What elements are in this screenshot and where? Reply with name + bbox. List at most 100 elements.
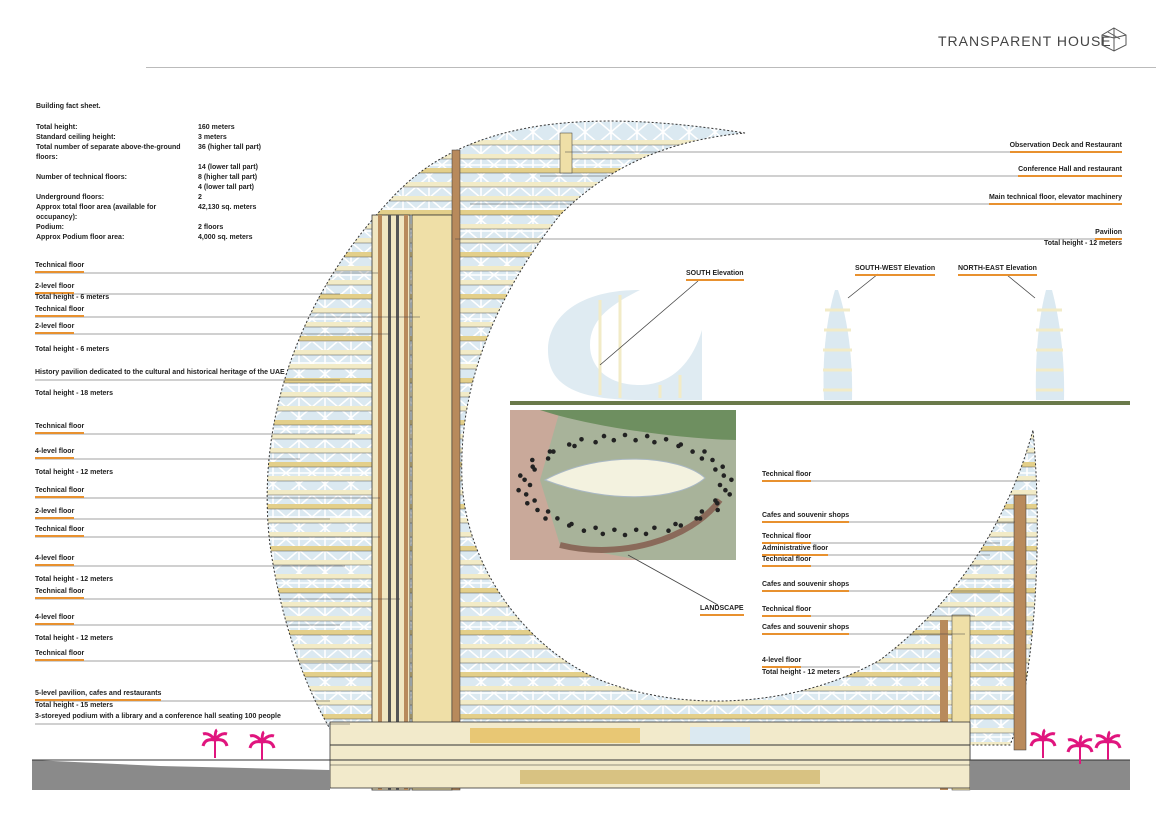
tree-dot: [678, 523, 684, 528]
tree-dot: [699, 456, 705, 461]
floor-slab: [267, 322, 1038, 327]
annotation-label: 3-storeyed podium with a library and a c…: [35, 713, 281, 720]
annotation-label: Technical floor: [35, 306, 85, 317]
floor-slab: [267, 280, 1038, 285]
annotation-label: Total height - 15 meters: [35, 702, 114, 709]
tree-dot: [545, 509, 551, 514]
tree-dot: [720, 464, 725, 470]
fact-value: 2 floors: [198, 224, 224, 231]
fact-value: 160 meters: [198, 124, 235, 131]
fact-key: Total height:: [36, 124, 78, 131]
tree-dot: [527, 482, 533, 488]
palm-tree: [1094, 730, 1122, 760]
tree-dot: [690, 449, 695, 454]
inset-arrows: [599, 273, 1036, 606]
tree-dot: [532, 498, 537, 503]
annotation-label: Total height - 12 meters: [35, 576, 114, 583]
floor-slab: [267, 140, 1038, 145]
tree-dot: [572, 443, 577, 449]
annotation-label: 2-level floor: [35, 508, 75, 519]
tree-dot: [530, 464, 535, 470]
fact-row: Total height: 160 meters: [36, 123, 261, 133]
floor-slab: [267, 308, 1038, 313]
fact-sheet: Building fact sheet. Total height:160 me…: [36, 102, 261, 243]
tree-dot: [593, 525, 598, 531]
annotation-label: Total height - 12 meters: [762, 669, 841, 676]
tree-dot: [601, 433, 607, 439]
annotation-label: Conference Hall and restaurant: [1018, 166, 1122, 177]
annotation-label: Total height - 6 meters: [35, 294, 110, 301]
fact-key: Total number of separate above-the-groun…: [36, 144, 181, 161]
fact-key: Number of technical floors:: [36, 174, 128, 181]
tree-dot: [644, 433, 650, 439]
tree-dot: [530, 457, 535, 463]
tree-dot: [566, 442, 572, 447]
fact-row: 14 (lower tall part): [36, 163, 261, 173]
tree-dot: [522, 477, 527, 483]
fact-row: Podium: 2 floors: [36, 223, 261, 233]
annotation-label: Technical floor: [35, 262, 85, 273]
floor-slab: [267, 224, 1038, 229]
annotation-label: Technical floor: [35, 423, 85, 434]
annotation-label: Technical floor: [35, 526, 85, 537]
tree-dot: [710, 457, 715, 463]
floor-slab: [267, 168, 1038, 173]
tree-dot: [622, 532, 628, 538]
floor-slab: [267, 644, 1038, 649]
tree-dot: [555, 516, 560, 521]
annotation-label: Technical floor: [35, 588, 85, 599]
annotation-label: 4-level floor: [762, 657, 802, 668]
floor-slab: [267, 252, 1038, 257]
floor-slab: [267, 154, 1038, 159]
annotation-label: Total height - 12 meters: [1043, 240, 1122, 247]
tree-dot: [652, 439, 657, 445]
tree-dot: [581, 528, 587, 533]
tree-dot: [611, 437, 617, 443]
tree-dot: [593, 439, 598, 445]
fact-key: Approx total floor area (available for o…: [36, 204, 157, 221]
floor-slab: [267, 350, 1038, 355]
floor-slab: [267, 588, 1038, 593]
fact-value: 14 (lower tall part): [198, 164, 258, 171]
tree-dot: [727, 492, 732, 497]
annotation-label: Total height - 6 meters: [35, 346, 110, 353]
ground-line: [32, 759, 1130, 790]
tree-dot: [643, 531, 649, 537]
floor-slab: [267, 616, 1038, 621]
floor-slab: [267, 336, 1038, 341]
floor-slab: [267, 560, 1038, 565]
tree-dot: [523, 492, 529, 497]
annotation-label: Technical floor: [35, 487, 85, 498]
annotation-label: Technical floor: [762, 533, 812, 544]
tree-dot: [673, 521, 678, 527]
tree-dot: [622, 432, 628, 438]
fact-row: Approx total floor area (available for o…: [36, 203, 261, 223]
cube-outline-icon: [1101, 27, 1127, 52]
tree-dot: [729, 477, 734, 483]
fact-key: Podium:: [36, 224, 64, 231]
fact-value: 36 (higher tall part): [198, 144, 262, 151]
tree-dot: [551, 449, 556, 454]
tree-dot: [525, 501, 530, 506]
tree-dot: [694, 516, 699, 521]
tree-dot: [699, 509, 705, 514]
podium: [329, 721, 971, 789]
landscape-plan: [510, 410, 736, 560]
floor-slab: [267, 196, 1038, 201]
tree-dot: [612, 527, 617, 533]
annotation-label: 4-level floor: [35, 448, 75, 459]
annotation-label: 2-level floor: [35, 283, 75, 294]
fact-value: 2: [198, 194, 202, 201]
southwest-elevation: [823, 290, 853, 400]
northeast-elevation: [1035, 290, 1065, 400]
annotation-label: Observation Deck and Restaurant: [1009, 142, 1122, 153]
floor-slab: [267, 574, 1038, 579]
tree-dot: [663, 437, 669, 442]
fact-key: Approx Podium floor area:: [36, 234, 125, 241]
fact-value: 4 (lower tall part): [198, 184, 255, 191]
floor-slab: [267, 364, 1038, 369]
annotation-label: Administrative floor: [762, 545, 829, 556]
floor-slab: [267, 672, 1038, 677]
fact-value: 4,000 sq. meters: [198, 234, 253, 241]
tree-dot: [715, 501, 720, 506]
